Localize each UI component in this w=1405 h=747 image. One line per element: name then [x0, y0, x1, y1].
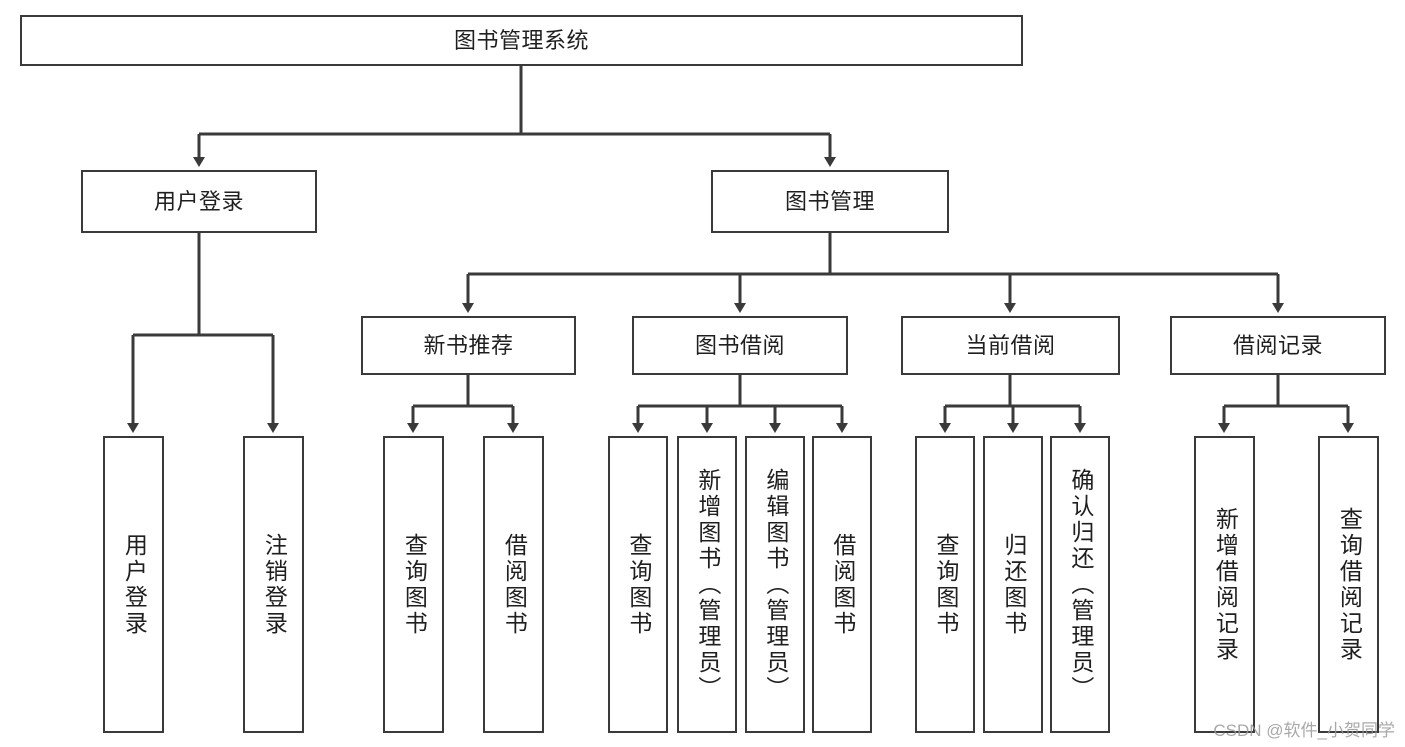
node-borrow-record[interactable]: 借阅记录 — [1170, 316, 1386, 375]
node-leaf-query-book-1-label: 查询图书 — [401, 532, 428, 637]
node-new-book-rec-label: 新书推荐 — [423, 332, 514, 358]
node-borrow-record-label: 借阅记录 — [1232, 332, 1323, 358]
node-leaf-add-book[interactable]: 新增图书（管理员） — [677, 436, 737, 733]
node-leaf-confirm-return[interactable]: 确认归还（管理员） — [1050, 436, 1110, 733]
node-leaf-edit-book-label: 编辑图书（管理员） — [762, 467, 789, 702]
node-book-manage-label: 图书管理 — [784, 188, 875, 214]
node-leaf-query-book-3-label: 查询图书 — [932, 532, 959, 637]
node-leaf-user-logout-label: 注销登录 — [261, 532, 288, 637]
node-leaf-query-book-3[interactable]: 查询图书 — [915, 436, 975, 733]
node-leaf-borrow-book-1[interactable]: 借阅图书 — [483, 436, 544, 733]
node-leaf-edit-book[interactable]: 编辑图书（管理员） — [745, 436, 805, 733]
csdn-watermark: CSDN @软件_小贺同学 — [1213, 721, 1395, 740]
node-leaf-add-record-label: 新增借阅记录 — [1212, 506, 1239, 663]
node-leaf-add-book-label: 新增图书（管理员） — [694, 467, 721, 702]
node-leaf-borrow-book-1-label: 借阅图书 — [501, 532, 528, 637]
node-user-login-label: 用户登录 — [153, 188, 244, 214]
node-leaf-query-book-1[interactable]: 查询图书 — [383, 436, 444, 733]
node-root[interactable]: 图书管理系统 — [20, 15, 1023, 66]
node-leaf-borrow-book-2-label: 借阅图书 — [829, 532, 856, 637]
node-leaf-user-logout[interactable]: 注销登录 — [243, 436, 304, 733]
node-leaf-query-record-label: 查询借阅记录 — [1336, 506, 1363, 663]
node-book-borrow-label: 图书借阅 — [694, 332, 785, 358]
node-leaf-user-login[interactable]: 用户登录 — [103, 436, 164, 733]
node-leaf-user-login-label: 用户登录 — [121, 532, 148, 637]
node-leaf-add-record[interactable]: 新增借阅记录 — [1194, 436, 1255, 733]
node-root-label: 图书管理系统 — [453, 27, 589, 53]
node-leaf-query-book-2[interactable]: 查询图书 — [608, 436, 668, 733]
node-leaf-borrow-book-2[interactable]: 借阅图书 — [812, 436, 872, 733]
node-new-book-rec[interactable]: 新书推荐 — [361, 316, 576, 375]
node-leaf-query-book-2-label: 查询图书 — [625, 532, 652, 637]
node-book-borrow[interactable]: 图书借阅 — [632, 316, 848, 375]
node-current-borrow[interactable]: 当前借阅 — [901, 316, 1120, 375]
node-leaf-confirm-return-label: 确认归还（管理员） — [1067, 467, 1094, 702]
node-leaf-query-record[interactable]: 查询借阅记录 — [1318, 436, 1379, 733]
node-leaf-return-book-label: 归还图书 — [1000, 532, 1027, 637]
node-current-borrow-label: 当前借阅 — [965, 332, 1056, 358]
node-leaf-return-book[interactable]: 归还图书 — [983, 436, 1043, 733]
node-user-login[interactable]: 用户登录 — [81, 170, 317, 233]
node-book-manage[interactable]: 图书管理 — [711, 170, 949, 233]
